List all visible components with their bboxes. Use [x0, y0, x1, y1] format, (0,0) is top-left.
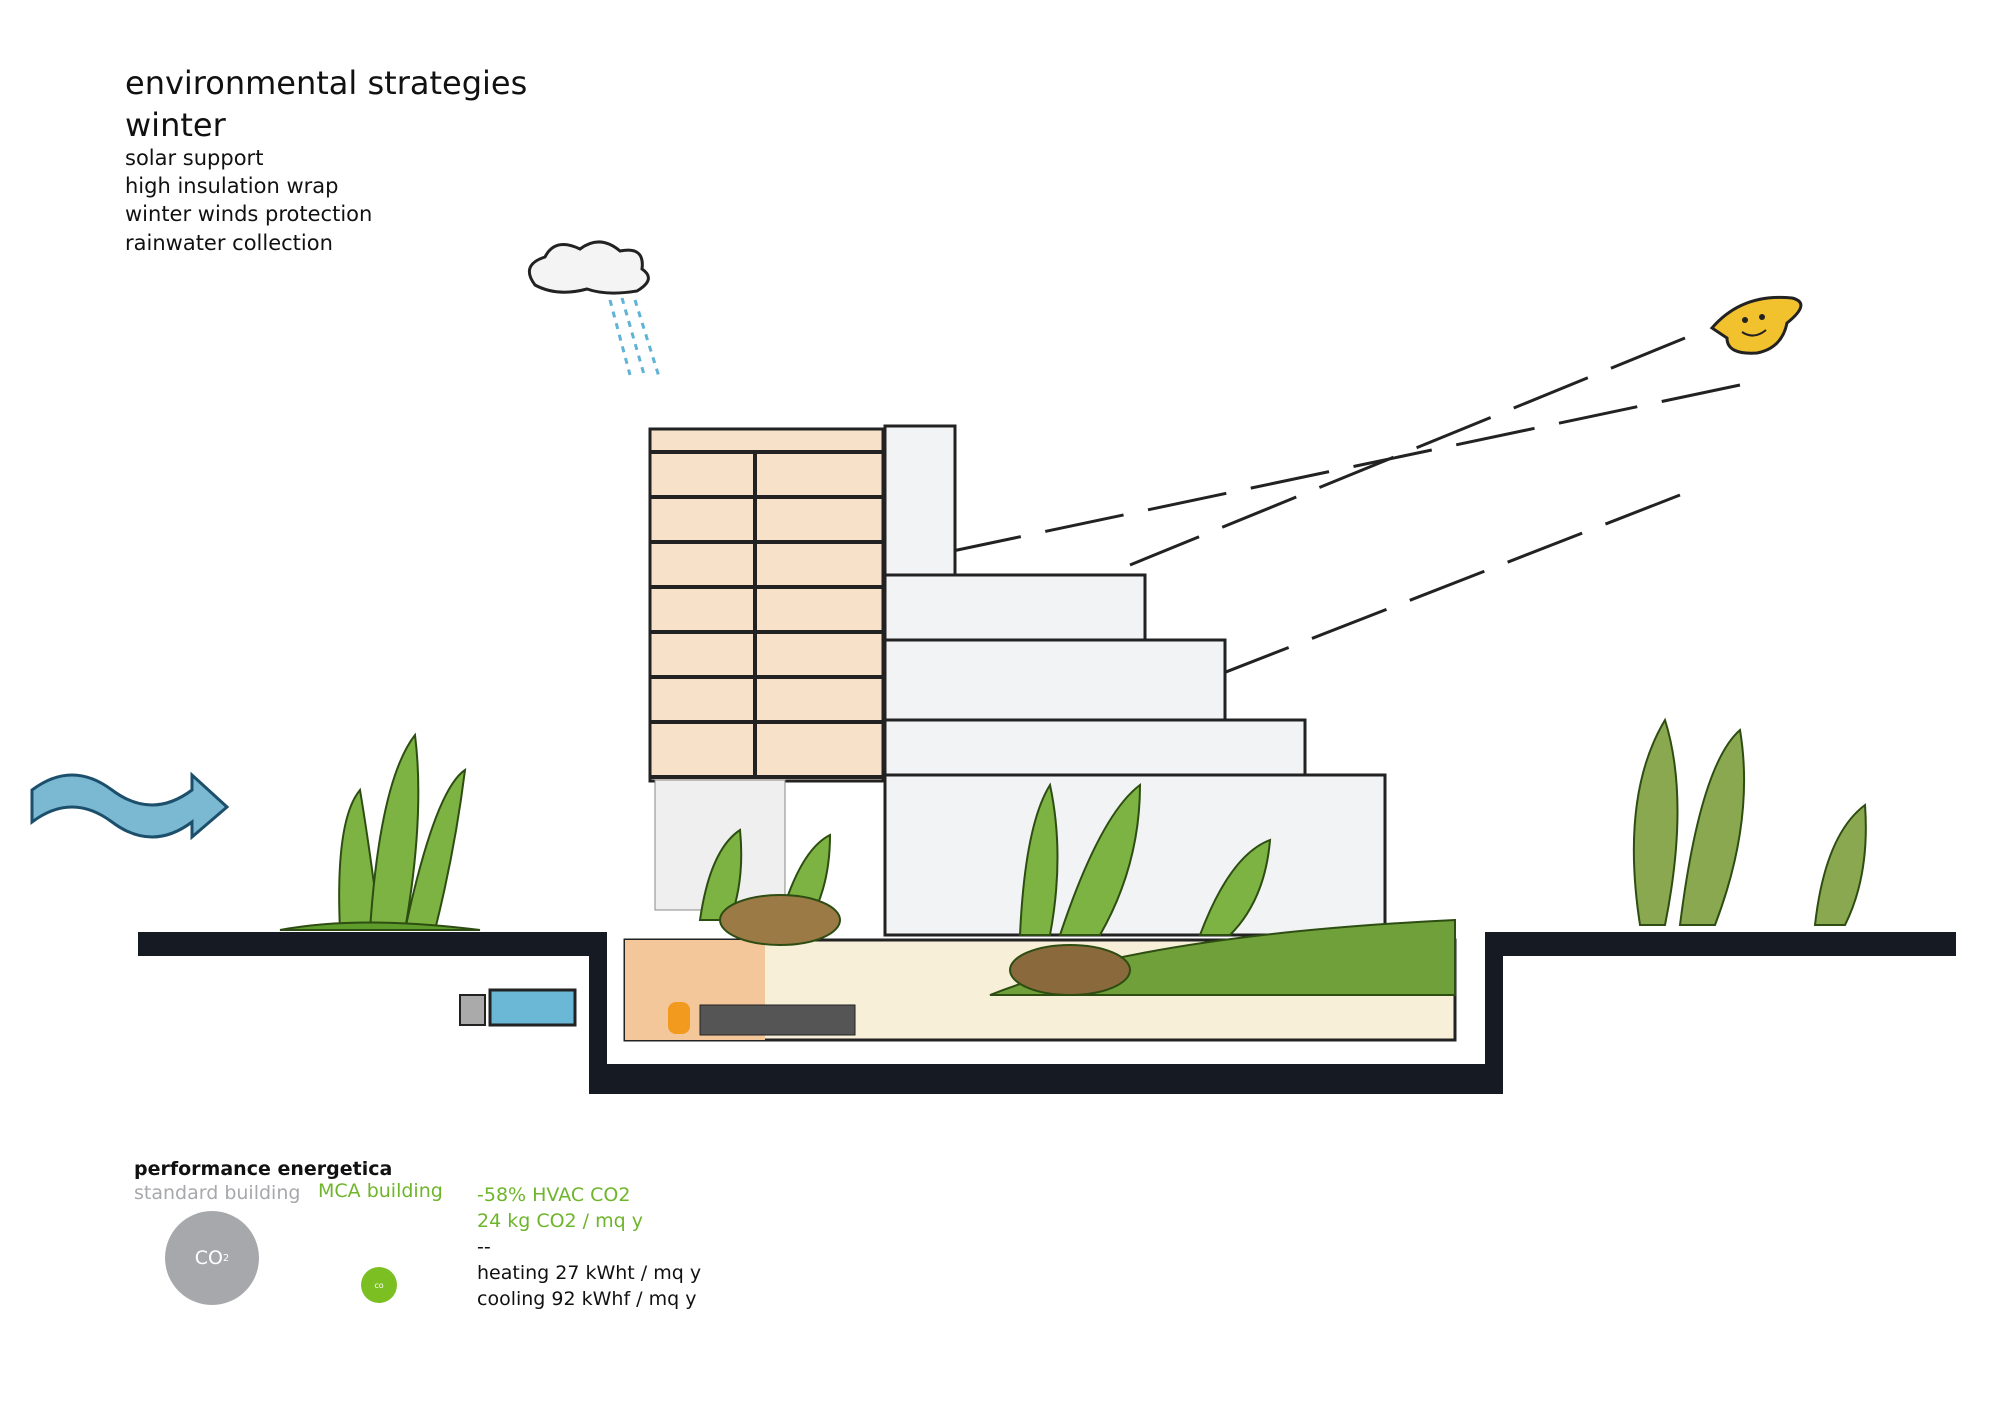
- ground-line: [138, 932, 1956, 1094]
- standard-building-label: standard building: [134, 1182, 301, 1204]
- stat-separator: --: [477, 1236, 491, 1258]
- rain-icon: [608, 297, 662, 381]
- wind-arrow-icon: [30, 771, 230, 841]
- sun-icon: [1709, 295, 1803, 355]
- cloud-icon: [527, 240, 650, 295]
- strategy-item: rainwater collection: [125, 231, 333, 255]
- strategy-item: solar support: [125, 146, 264, 170]
- strategy-item: high insulation wrap: [125, 174, 339, 198]
- co2-mca-circle: co: [361, 1267, 397, 1303]
- stat-heating: heating 27 kWht / mq y: [477, 1262, 702, 1284]
- strategy-item: winter winds protection: [125, 202, 373, 226]
- terraced-block: [883, 424, 1387, 937]
- rainwater-tank: [488, 988, 577, 1027]
- co2-subscript: 2: [222, 1252, 230, 1264]
- office-tower: [648, 427, 885, 911]
- solar-ray-arrows: [814, 336, 1741, 762]
- stat-cooling: cooling 92 kWhf / mq y: [477, 1288, 697, 1310]
- season-title: winter: [125, 106, 226, 144]
- diagram-title: environmental strategies: [125, 64, 528, 102]
- mca-building-label: MCA building: [318, 1180, 443, 1202]
- stat-co2-per-mq: 24 kg CO2 / mq y: [477, 1210, 643, 1232]
- co2-label: CO: [194, 1247, 223, 1269]
- plants: [279, 717, 1867, 996]
- stat-hvac-reduction: -58% HVAC CO2: [477, 1184, 631, 1206]
- performance-heading: performance energetica: [134, 1158, 393, 1180]
- co2-small-label: co: [374, 1280, 384, 1290]
